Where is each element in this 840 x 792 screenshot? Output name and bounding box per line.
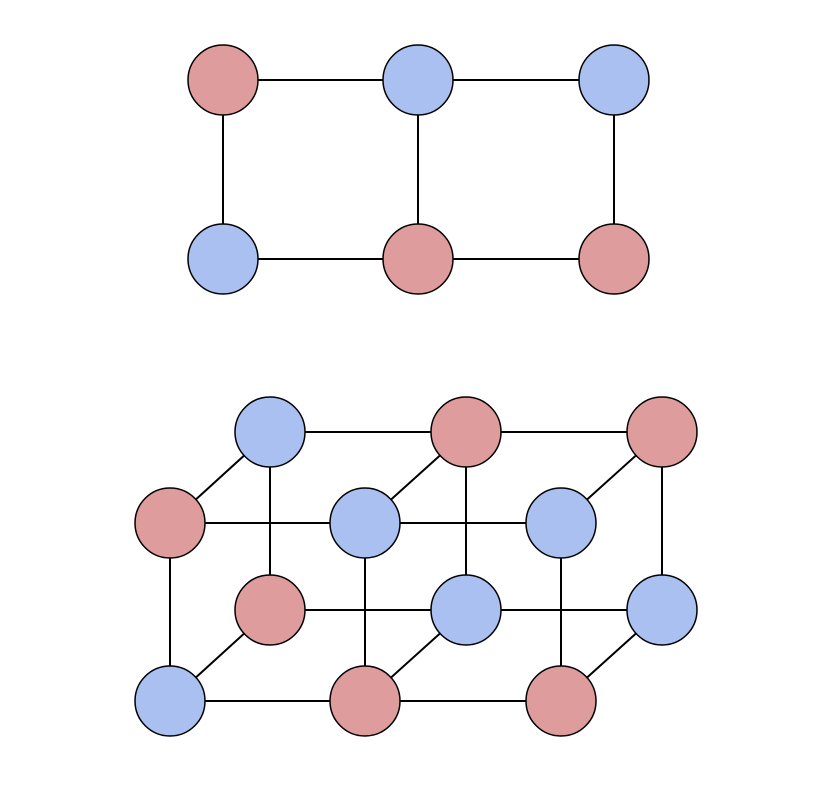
- node-a1-blue: [382, 44, 454, 116]
- node-fb2-red: [525, 665, 597, 737]
- ladder-nodes: [187, 44, 650, 295]
- node-bb1-blue: [430, 574, 502, 646]
- ladder-graph: [187, 44, 650, 295]
- node-bt0-blue: [234, 396, 306, 468]
- node-ft0-red: [134, 487, 206, 559]
- node-ft2-blue: [525, 487, 597, 559]
- node-ft1-blue: [329, 487, 401, 559]
- node-b0-blue: [187, 223, 259, 295]
- node-a0-red: [187, 44, 259, 116]
- prism-edges: [169, 431, 663, 702]
- node-bb2-blue: [626, 574, 698, 646]
- node-bt2-red: [626, 396, 698, 468]
- node-fb1-red: [329, 665, 401, 737]
- node-fb0-blue: [134, 665, 206, 737]
- node-bb0-red: [234, 574, 306, 646]
- node-b2-red: [578, 223, 650, 295]
- node-bt1-red: [430, 396, 502, 468]
- prism-graph: [134, 396, 698, 737]
- node-a2-blue: [578, 44, 650, 116]
- prism-nodes: [134, 396, 698, 737]
- node-b1-red: [382, 223, 454, 295]
